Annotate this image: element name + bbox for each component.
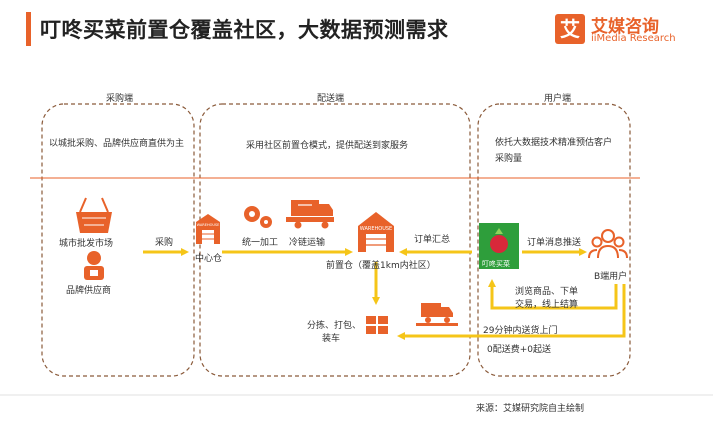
brand-logo-name: 艾媒咨询 bbox=[591, 17, 659, 37]
market-label: 城市批发市场 bbox=[59, 239, 114, 249]
browse-label-line1: 浏览商品、下单 bbox=[515, 287, 579, 297]
browse-label-line2: 交易，线上结算 bbox=[515, 300, 579, 310]
unified-processing-label: 统一加工 bbox=[242, 238, 279, 248]
central-warehouse-icon bbox=[196, 214, 220, 244]
central-warehouse-label: 中心仓 bbox=[195, 254, 223, 264]
front-warehouse-label: 前置仓（覆盖1km内社区） bbox=[326, 261, 436, 271]
user-section-desc-line2: 采购量 bbox=[495, 154, 523, 164]
cold-chain-label: 冷链运输 bbox=[289, 238, 326, 248]
b-user-label: B端用户 bbox=[594, 272, 628, 282]
order-push-label: 订单消息推送 bbox=[527, 238, 582, 248]
delivery-section-label: 配送端 bbox=[317, 94, 345, 104]
gears-icon bbox=[244, 206, 272, 228]
delivery-time-label: 29分钟内送货上门 bbox=[483, 326, 558, 336]
purchase-arrow-label: 采购 bbox=[155, 238, 174, 248]
delivery-section-desc: 采用社区前置仓模式，提供配送到家服务 bbox=[246, 141, 409, 151]
source-note: 来源：艾媒研究院自主绘制 bbox=[476, 404, 585, 414]
sorting-label-line2: 装车 bbox=[322, 334, 341, 344]
central-warehouse-sign: WAREHOUSE bbox=[197, 223, 220, 227]
home-delivery-arrow bbox=[397, 284, 626, 340]
user-section-label: 用户端 bbox=[544, 94, 572, 104]
users-icon bbox=[588, 229, 628, 259]
delivery-fee-label: 0配送费+0起送 bbox=[487, 345, 551, 355]
order-summary-label: 订单汇总 bbox=[414, 235, 451, 245]
purchase-section-label: 采购端 bbox=[106, 94, 134, 104]
basket-icon bbox=[76, 197, 112, 233]
user-section-box bbox=[477, 103, 631, 377]
brand-supplier-label: 品牌供应商 bbox=[66, 286, 112, 296]
supplier-icon bbox=[84, 251, 104, 280]
purchase-section-desc: 以城批采购、品牌供应商直供为主 bbox=[49, 139, 185, 149]
purchase-section-box bbox=[41, 103, 195, 377]
title-accent-bar bbox=[26, 12, 31, 46]
sorting-label-line1: 分拣、打包、 bbox=[307, 321, 362, 331]
delivery-truck-icon bbox=[416, 303, 458, 326]
page-title: 叮咚买菜前置仓覆盖社区，大数据预测需求 bbox=[40, 18, 449, 42]
brand-logo-mark: 艾 bbox=[555, 14, 585, 44]
brand-logo-subtitle: iiMedia Research bbox=[591, 33, 676, 44]
front-warehouse-sign: WAREHOUSE bbox=[360, 226, 392, 232]
sorting-boxes-icon bbox=[366, 316, 388, 334]
app-name-label: 叮咚买菜 bbox=[482, 260, 510, 268]
browse-order-arrow bbox=[488, 279, 618, 310]
front-warehouse-icon bbox=[358, 212, 394, 252]
user-section-desc-line1: 依托大数据技术精准预估客户 bbox=[495, 138, 613, 148]
dingdong-app-icon bbox=[479, 223, 519, 269]
cold-chain-truck-icon bbox=[286, 200, 334, 229]
